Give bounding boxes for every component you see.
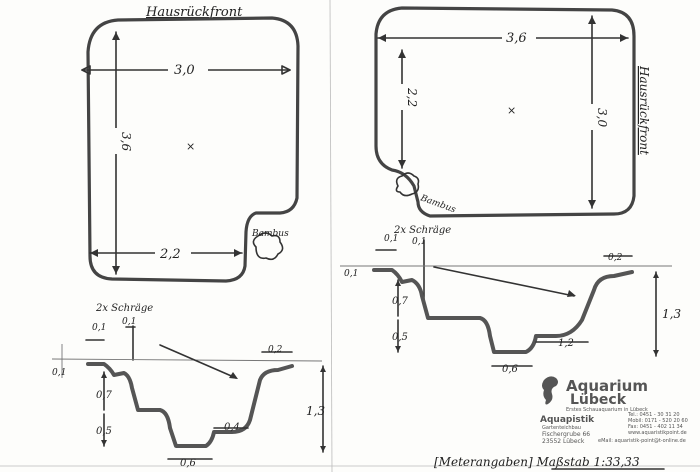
stamp-mobil: Mobil: 0171 - 520 20 60 (628, 418, 688, 424)
right-plan-title: Hausrückfront (637, 65, 651, 155)
stamp-sub-tagline: Gartenteichbau (542, 425, 581, 431)
right-pond-profile (372, 268, 634, 354)
left-width-label: 3,0 (174, 63, 195, 78)
left-bottom-label: 2,2 (159, 247, 181, 262)
left-step-label: 0,1 (92, 323, 106, 333)
right-width-label: 3,6 (506, 31, 527, 46)
right-top-step-label: 0,1 (412, 237, 426, 247)
left-depth2-label: 0,5 (96, 426, 112, 437)
left-plan-outline (86, 16, 300, 283)
stamp-sub-brand: Aquapistik (540, 415, 595, 425)
left-right-rim-label: 0,2 (268, 345, 283, 355)
left-shelf-label: 0,4 (224, 422, 240, 433)
right-depth2-label: 0,5 (392, 332, 408, 343)
right-pointer-arrow (433, 266, 575, 297)
company-stamp: Aquarium Lübeck Erstes Schauaquarium in … (540, 376, 688, 445)
right-bottom-label: 0,6 (502, 364, 519, 375)
right-plan-outline (374, 6, 636, 218)
stamp-fax: Fax: 0451 - 402 11 34 (628, 424, 683, 430)
right-total-depth-label: 1,3 (662, 307, 681, 321)
left-pond-profile (86, 362, 294, 448)
left-slope-note: 2x Schräge (95, 303, 153, 314)
right-slope-note: 2x Schräge (393, 225, 451, 236)
bamboo-shape-right (395, 172, 420, 197)
left-depth1-label: 0,7 (96, 390, 113, 401)
right-section: 2x Schräge 0,1 0,1 0,1 0,7 0,5 1,3 0,2 0… (340, 225, 681, 375)
right-depth1-label: 0,7 (392, 296, 409, 307)
right-plan: 3,6 2,2 3,0 × Hausrückfront Bambus (374, 6, 651, 218)
left-plan-title: Hausrückfront (145, 5, 243, 20)
right-side-label: 2,2 (405, 87, 419, 107)
stamp-tagline: Erstes Schauaquarium in Lübeck (566, 407, 648, 413)
stamp-brand-bottom: Lübeck (570, 392, 627, 408)
right-right-rim-label: 0,2 (608, 253, 623, 263)
right-shelf-label: 1,2 (558, 338, 574, 349)
bamboo-label-left: Bambus (251, 229, 289, 239)
left-height-label: 3,6 (119, 132, 133, 151)
bamboo-shape-left (252, 232, 284, 261)
left-pointer-arrow (159, 344, 237, 379)
left-section: 2x Schräge 0,1 0,1 0,1 0,7 0,5 1,3 0,2 0… (51, 303, 326, 469)
left-top-step-label: 0,1 (122, 317, 136, 327)
stamp-brand-top: Aquarium (566, 377, 648, 395)
stamp-web: www.aquaristikpoint.de (628, 430, 687, 436)
right-height-label: 3,0 (595, 108, 609, 127)
stamp-tel: Tel.: 0451 - 30 31 20 (627, 412, 680, 418)
left-bottom-label: 0,6 (180, 458, 197, 469)
scale-note: [Meterangaben] Maßstab 1:33,33 (434, 455, 640, 469)
seahorse-logo-icon (542, 376, 558, 405)
stamp-street: Fischergrube 66 (542, 431, 590, 438)
stamp-city: 23552 Lübeck (542, 438, 585, 445)
left-rim-label: 0,1 (52, 368, 66, 378)
left-total-depth-label: 1,3 (306, 404, 325, 418)
stamp-email: eMail: aquaristik-point@t-online.de (598, 438, 686, 444)
left-center-mark: × (186, 140, 195, 153)
left-ground-line (51, 358, 323, 362)
right-step-label: 0,1 (384, 234, 398, 244)
right-center-mark: × (507, 104, 516, 117)
right-rim-label: 0,1 (344, 269, 358, 279)
left-plan: Hausrückfront 3,0 3,6 2,2 × Bambus (81, 5, 300, 283)
